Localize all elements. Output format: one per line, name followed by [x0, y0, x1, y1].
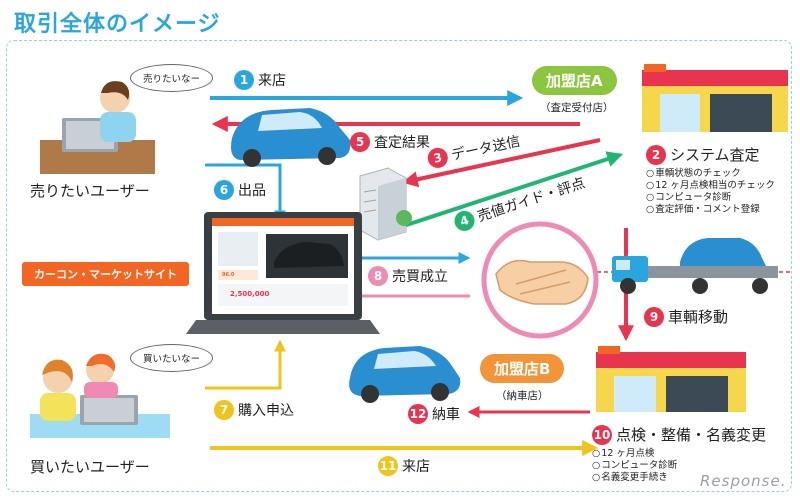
step-10: 10 点検・整備・名義変更: [592, 424, 766, 445]
step-2: 2 システム査定: [646, 144, 760, 165]
laptop-illustration: [186, 212, 380, 334]
seller-thought-bubble: 売りたいなー: [130, 64, 214, 92]
car-illustration-bottom: [349, 346, 461, 403]
arrow-step-3: [401, 138, 601, 188]
step-8-label: 売買成立: [392, 269, 448, 285]
step-8: 8 売買成立: [368, 266, 448, 286]
tow-truck-illustration: [612, 238, 778, 294]
step-11-number: 11: [378, 456, 398, 476]
store-a-role: （査定受付店）: [540, 102, 614, 114]
seller-illustration: [40, 81, 155, 174]
diagram-frame: [6, 40, 792, 492]
step-7-label: 購入申込: [238, 403, 294, 419]
response-watermark: Response.: [700, 472, 787, 490]
step-9-number: 9: [644, 306, 664, 327]
step-6-number: 6: [214, 180, 234, 200]
store-a-building: [642, 64, 788, 132]
step-5-number: 5: [350, 132, 370, 152]
step-2-number: 2: [646, 144, 666, 165]
buyer-label: 買いたいユーザー: [30, 458, 150, 476]
step-12: 12 納車: [408, 404, 460, 424]
step-10-item: コンピュータ診断: [592, 460, 677, 472]
market-site-badge: カーコン・マーケットサイト: [22, 262, 189, 286]
step-11-label: 来店: [402, 459, 430, 475]
step-6: 6 出品: [214, 180, 266, 200]
handshake-illustration: [481, 221, 599, 339]
step-8-number: 8: [368, 266, 388, 286]
laptop-price-1: 96.0: [222, 272, 235, 278]
arrow-step-6: [205, 163, 286, 223]
buyer-thought-bubble: 買いたいなー: [130, 344, 214, 372]
step-6-label: 出品: [238, 183, 266, 199]
step-10-item: 12 ヶ月点検: [592, 448, 677, 460]
diagram-title: 取引全体のイメージ: [14, 12, 221, 37]
arrow-step-4: [384, 151, 624, 234]
store-b-role: （納車店）: [496, 390, 549, 402]
step-2-label: システム査定: [670, 146, 760, 164]
arrow-step-7: [205, 339, 286, 390]
store-b-building: [596, 346, 746, 412]
store-a-badge: 加盟店A: [532, 66, 617, 95]
step-5: 5 査定結果: [350, 132, 430, 152]
store-b-badge: 加盟店B: [480, 354, 565, 383]
step-1-number: 1: [234, 70, 254, 90]
step-12-number: 12: [408, 404, 428, 424]
step-9-label: 車輌移動: [668, 308, 729, 326]
step-9: 9 車輌移動: [644, 306, 728, 327]
step-10-number: 10: [592, 424, 612, 445]
step-10-item: 名義変更手続き: [592, 472, 677, 484]
step-2-item: 車輌状態のチェック: [646, 168, 775, 180]
laptop-price-2: 2,500,000: [230, 290, 270, 298]
step-1-label: 来店: [258, 73, 286, 89]
step-11: 11 来店: [378, 456, 430, 476]
step-10-label: 点検・整備・名義変更: [616, 426, 767, 444]
step-7: 7 購入申込: [214, 400, 294, 420]
car-illustration-top: [231, 108, 351, 167]
buyer-illustration: [30, 353, 170, 438]
step-3-number: 3: [425, 146, 450, 170]
step-10-checklist: 12 ヶ月点検 コンピュータ診断 名義変更手続き: [592, 448, 677, 484]
step-1: 1 来店: [234, 70, 286, 90]
step-2-item: 12 ヶ月点検相当のチェック: [646, 180, 775, 192]
step-12-label: 納車: [432, 407, 460, 423]
seller-label: 売りたいユーザー: [30, 182, 150, 200]
step-2-item: コンピュータ診断: [646, 192, 775, 204]
step-7-number: 7: [214, 400, 234, 420]
step-5-label: 査定結果: [374, 135, 430, 151]
step-2-item: 査定評価・コメント登録: [646, 204, 775, 216]
step-2-checklist: 車輌状態のチェック 12 ヶ月点検相当のチェック コンピュータ診断 査定評価・コ…: [646, 168, 775, 216]
data-center-building: [359, 167, 412, 241]
